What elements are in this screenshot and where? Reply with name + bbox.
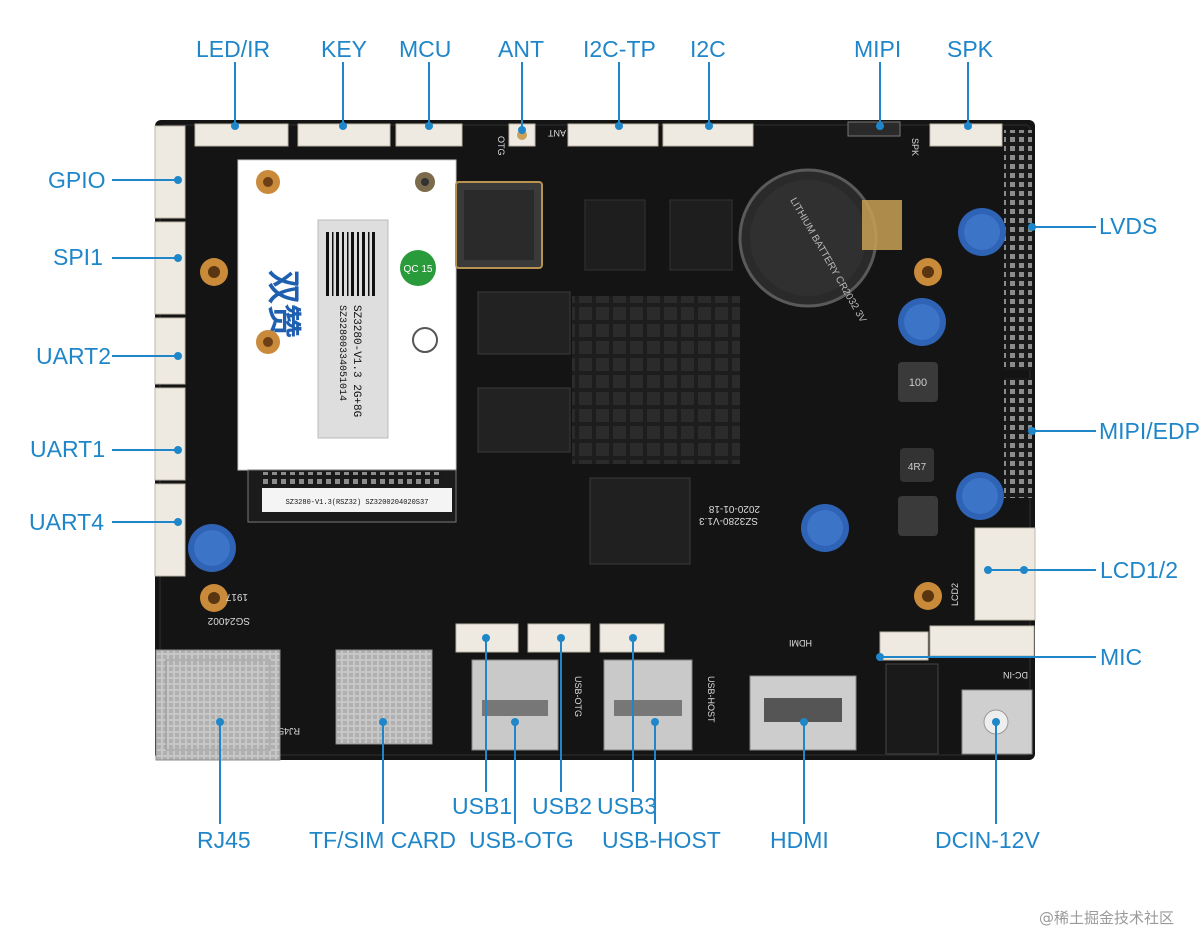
connector-led-ir bbox=[194, 123, 289, 147]
label-usb-host: USB-HOST bbox=[602, 827, 721, 853]
silk-date: 2020-01-18 bbox=[708, 503, 760, 514]
capacitor bbox=[188, 524, 236, 572]
connector-uart1 bbox=[154, 387, 186, 481]
silk-hdmi: HDMI bbox=[789, 638, 812, 648]
label-usb3: USB3 bbox=[597, 793, 658, 819]
label-tf-sim: TF/SIM CARD bbox=[309, 827, 456, 853]
label-mic: MIC bbox=[1100, 644, 1143, 670]
leader-dots bbox=[174, 122, 1036, 726]
label-key: KEY bbox=[321, 36, 368, 62]
brand-logo: 双赞 bbox=[263, 270, 303, 338]
label-usb2: USB2 bbox=[532, 793, 593, 819]
header-mipi-edp bbox=[1004, 378, 1032, 498]
label-led-ir: LED/IR bbox=[196, 36, 271, 62]
mount-hole bbox=[914, 582, 942, 610]
silk-usb-host: USB-HOST bbox=[706, 676, 716, 723]
label-mipi-edp: MIPI/EDP bbox=[1099, 418, 1200, 444]
label-lvds: LVDS bbox=[1099, 213, 1158, 239]
label-spk: SPK bbox=[947, 36, 994, 62]
ram-chip bbox=[477, 291, 571, 355]
heatsink bbox=[572, 296, 740, 464]
label-uart2: UART2 bbox=[36, 343, 111, 369]
inductor2-text: 4R7 bbox=[908, 462, 927, 473]
silk-chip: SG24002 bbox=[207, 615, 250, 626]
connector-spi1 bbox=[154, 221, 186, 315]
connector-mic bbox=[879, 631, 929, 661]
label-uart4: UART4 bbox=[29, 509, 104, 535]
qc-sticker bbox=[400, 250, 436, 286]
label-mipi: MIPI bbox=[854, 36, 902, 62]
label-rj45: RJ45 bbox=[197, 827, 251, 853]
connector-i2c-tp bbox=[567, 123, 659, 147]
connector-mipi bbox=[847, 121, 901, 137]
label-ant: ANT bbox=[498, 36, 544, 62]
capacitor bbox=[956, 472, 1004, 520]
connector-lcd1-2 bbox=[974, 527, 1036, 621]
mount-hole bbox=[200, 584, 228, 612]
port-audio bbox=[885, 663, 939, 755]
silk-datecode: 1917 bbox=[225, 591, 248, 602]
module-model-text: SZ3280-V1.3 2G+8G bbox=[350, 305, 362, 417]
label-lcd1-2: LCD1/2 bbox=[1100, 557, 1178, 583]
connector-gpio bbox=[154, 125, 186, 219]
silk-rev: SZ3280-V1.3 bbox=[699, 515, 758, 526]
qc-text: QC 15 bbox=[404, 264, 433, 275]
watermark: @稀土掘金技术社区 bbox=[1038, 909, 1174, 927]
label-spi1: SPI1 bbox=[53, 244, 103, 270]
silk-dcin: DC-IN bbox=[1003, 670, 1028, 680]
port-rj45 bbox=[155, 649, 281, 761]
silk-otg: OTG bbox=[496, 136, 506, 156]
silk-rj45: RJ45 bbox=[279, 726, 300, 736]
silk-ant: ANT bbox=[547, 128, 566, 138]
label-i2c: I2C bbox=[690, 36, 726, 62]
leader-lines bbox=[112, 62, 1096, 824]
soc-chip bbox=[589, 477, 691, 565]
capacitor bbox=[801, 504, 849, 552]
mount-hole bbox=[200, 258, 228, 286]
label-i2c-tp: I2C-TP bbox=[583, 36, 656, 62]
label-hdmi: HDMI bbox=[770, 827, 829, 853]
label-gpio: GPIO bbox=[48, 167, 106, 193]
silk-spk: SPK bbox=[910, 138, 920, 156]
label-dcin: DCIN-12V bbox=[935, 827, 1040, 853]
label-usb-otg: USB-OTG bbox=[469, 827, 574, 853]
silk-usb-otg: USB-OTG bbox=[573, 676, 583, 717]
connector-uart4 bbox=[154, 483, 186, 577]
silk-lcd2: LCD2 bbox=[950, 583, 960, 606]
capacitor bbox=[958, 208, 1006, 256]
sticker-text: SZ3280-V1.3(RSZ32) SZ3200204020S37 bbox=[286, 499, 429, 507]
label-mcu: MCU bbox=[399, 36, 452, 62]
ram-chip bbox=[477, 387, 571, 453]
header-lvds bbox=[1004, 130, 1032, 370]
inductor-text: 100 bbox=[909, 377, 927, 389]
mount-hole bbox=[914, 258, 942, 286]
connector-uart2 bbox=[154, 317, 186, 385]
capacitor bbox=[898, 298, 946, 346]
label-usb1: USB1 bbox=[452, 793, 513, 819]
module-serial-text: SZ32800334051014 bbox=[336, 305, 347, 401]
label-uart1: UART1 bbox=[30, 436, 105, 462]
